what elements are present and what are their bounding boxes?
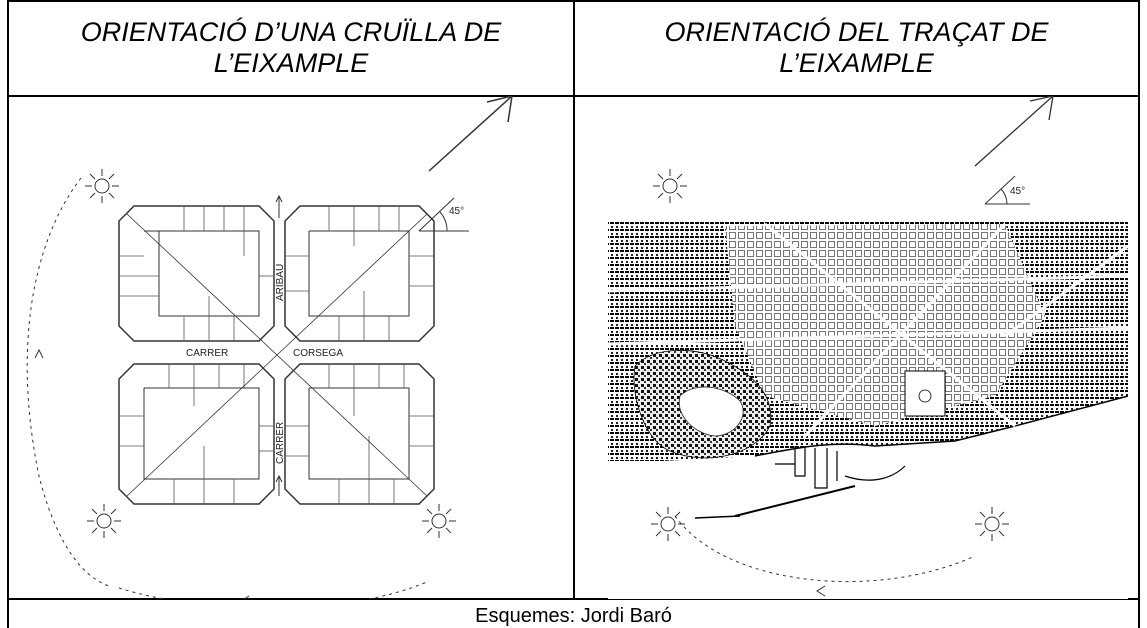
crossroads-diagram: 45° ARIBAU CARRER CORSEGA CARRER [26,96,513,599]
port-docks [694,446,906,519]
plot-subdivisions [119,206,434,504]
right-header-title: ORIENTACIÓ DEL TRAÇAT DE L’EIXAMPLE [664,17,1049,78]
city-grid-map-panel: 45° [575,96,1138,599]
map-area [607,221,1129,599]
angle-ray [418,197,455,232]
north-arrow-head [1029,96,1054,121]
block-bottom-right [284,363,435,505]
street-arrow-south-head [275,474,283,483]
crossroads-diagram-panel: 45° ARIBAU CARRER CORSEGA CARRER [9,96,573,599]
street-label-corsega: CORSEGA [293,348,343,359]
sun-icon-bottom-left [87,504,121,538]
street-label-carrer-horizontal: CARRER [186,348,228,359]
block-top-right [284,205,435,342]
city-grid-map: 45° [607,96,1129,599]
north-arrow-shaft [428,96,513,172]
left-header-title: ORIENTACIÓ D’UNA CRUÏLLA DE L’EIXAMPLE [80,17,502,78]
diagonal-line-2 [126,213,428,497]
angle-label: 45° [449,206,464,217]
main-avenues [607,222,1129,438]
courtyard-bottom-left [143,387,260,480]
right-header-cell: ORIENTACIÓ DEL TRAÇAT DE L’EIXAMPLE [575,0,1138,96]
north-arrow-head [486,96,513,123]
left-header-cell: ORIENTACIÓ D’UNA CRUÏLLA DE L’EIXAMPLE [9,0,573,96]
angle-arc [1000,188,1008,205]
courtyard-top-right [308,230,410,317]
angle-arc [439,211,448,232]
sun-path-left [26,177,110,587]
table-right-border [1138,0,1140,628]
sun-path-bottom [118,580,430,599]
sun-path-bottom [674,515,976,583]
courtyard-top-left [144,230,260,317]
credit-caption: Esquemes: Jordi Baró [475,605,672,627]
table-left-border [7,0,9,628]
sun-icon-bottom-right [975,507,1009,541]
sun-path-arrow-bottom [243,595,250,599]
sun-icon-bottom-right [422,504,456,538]
table-middle-border [573,0,575,600]
street-label-carrer-vertical: CARRER [275,422,286,464]
sun-icon-top-left [653,169,687,203]
street-arrow-north-head [275,194,283,203]
angle-label: 45° [1010,186,1025,197]
sun-icon-top-left [85,169,119,203]
angle-ray [984,175,1016,205]
sun-path-arrow-left [34,348,44,359]
street-label-aribau: ARIBAU [275,264,286,301]
sun-path-arrow [816,585,826,597]
park-ciutadella [904,370,946,417]
block-bottom-left [118,363,275,505]
north-arrow-shaft [974,96,1054,167]
sun-icon-bottom-left [651,507,685,541]
block-top-left [118,205,275,342]
